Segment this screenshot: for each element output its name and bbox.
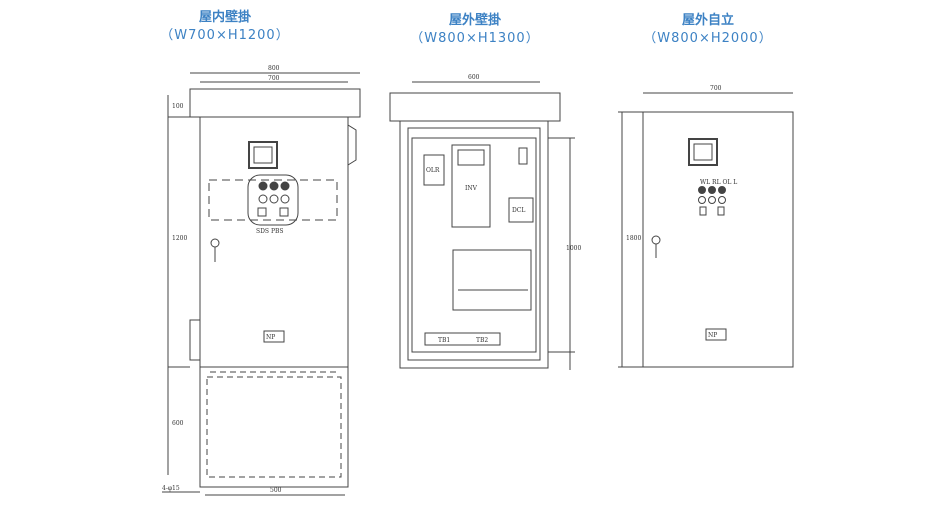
dim-label-height: 100 [172,103,184,110]
dim-label-width: 700 [268,75,280,82]
cabinet-roof [389,92,561,122]
nameplate-label: NP [708,332,717,339]
cabinet-body [642,111,794,368]
panel-name: 屋外壁掛 [448,13,501,28]
olr-label: OLR [426,167,440,174]
tb1-label: TB1 [438,337,450,344]
drawing-outdoor-standing [618,92,794,368]
dim-label-width: 700 [710,85,722,92]
nameplate-label: NP [266,334,275,341]
dim-label-height: 600 [172,420,184,427]
dim-label-width: 800 [268,65,280,72]
panel-name: 屋内壁掛 [198,10,251,25]
panel-title-indoor-wall: 屋内壁掛 （W700×H1200） [160,9,290,45]
drawing-outdoor-wall [389,81,575,370]
dim-label-height: 1000 [566,245,581,252]
cabinet-body [399,120,549,369]
indicator-labels: WL RL OL L [700,179,737,186]
drawing-indoor-wall [162,72,361,496]
dim-label-width: 500 [270,487,282,494]
dim-label-height: 1800 [626,235,641,242]
panel-name: 屋外自立 [681,13,734,28]
cabinet-base [199,366,349,488]
panel-title-outdoor-wall: 屋外壁掛 （W800×H1300） [410,12,540,48]
inv-label: INV [465,185,478,192]
tb2-label: TB2 [476,337,488,344]
dim-label-holes: 4-φ15 [162,485,180,492]
panel-size: （W700×H1200） [160,28,290,43]
display-window [248,141,278,169]
switch-labels: SDS PBS [256,228,284,235]
dcl-label: DCL [512,207,525,214]
cabinet-roof [189,88,361,118]
panel-size: （W800×H1300） [410,31,540,46]
display-window [688,138,718,166]
panel-size: （W800×H2000） [643,31,773,46]
dim-label-width: 600 [468,74,480,81]
dim-label-height: 1200 [172,235,187,242]
panel-title-outdoor-standing: 屋外自立 （W800×H2000） [643,12,773,48]
inverter-unit [451,144,491,228]
cabinet-body [199,116,349,368]
